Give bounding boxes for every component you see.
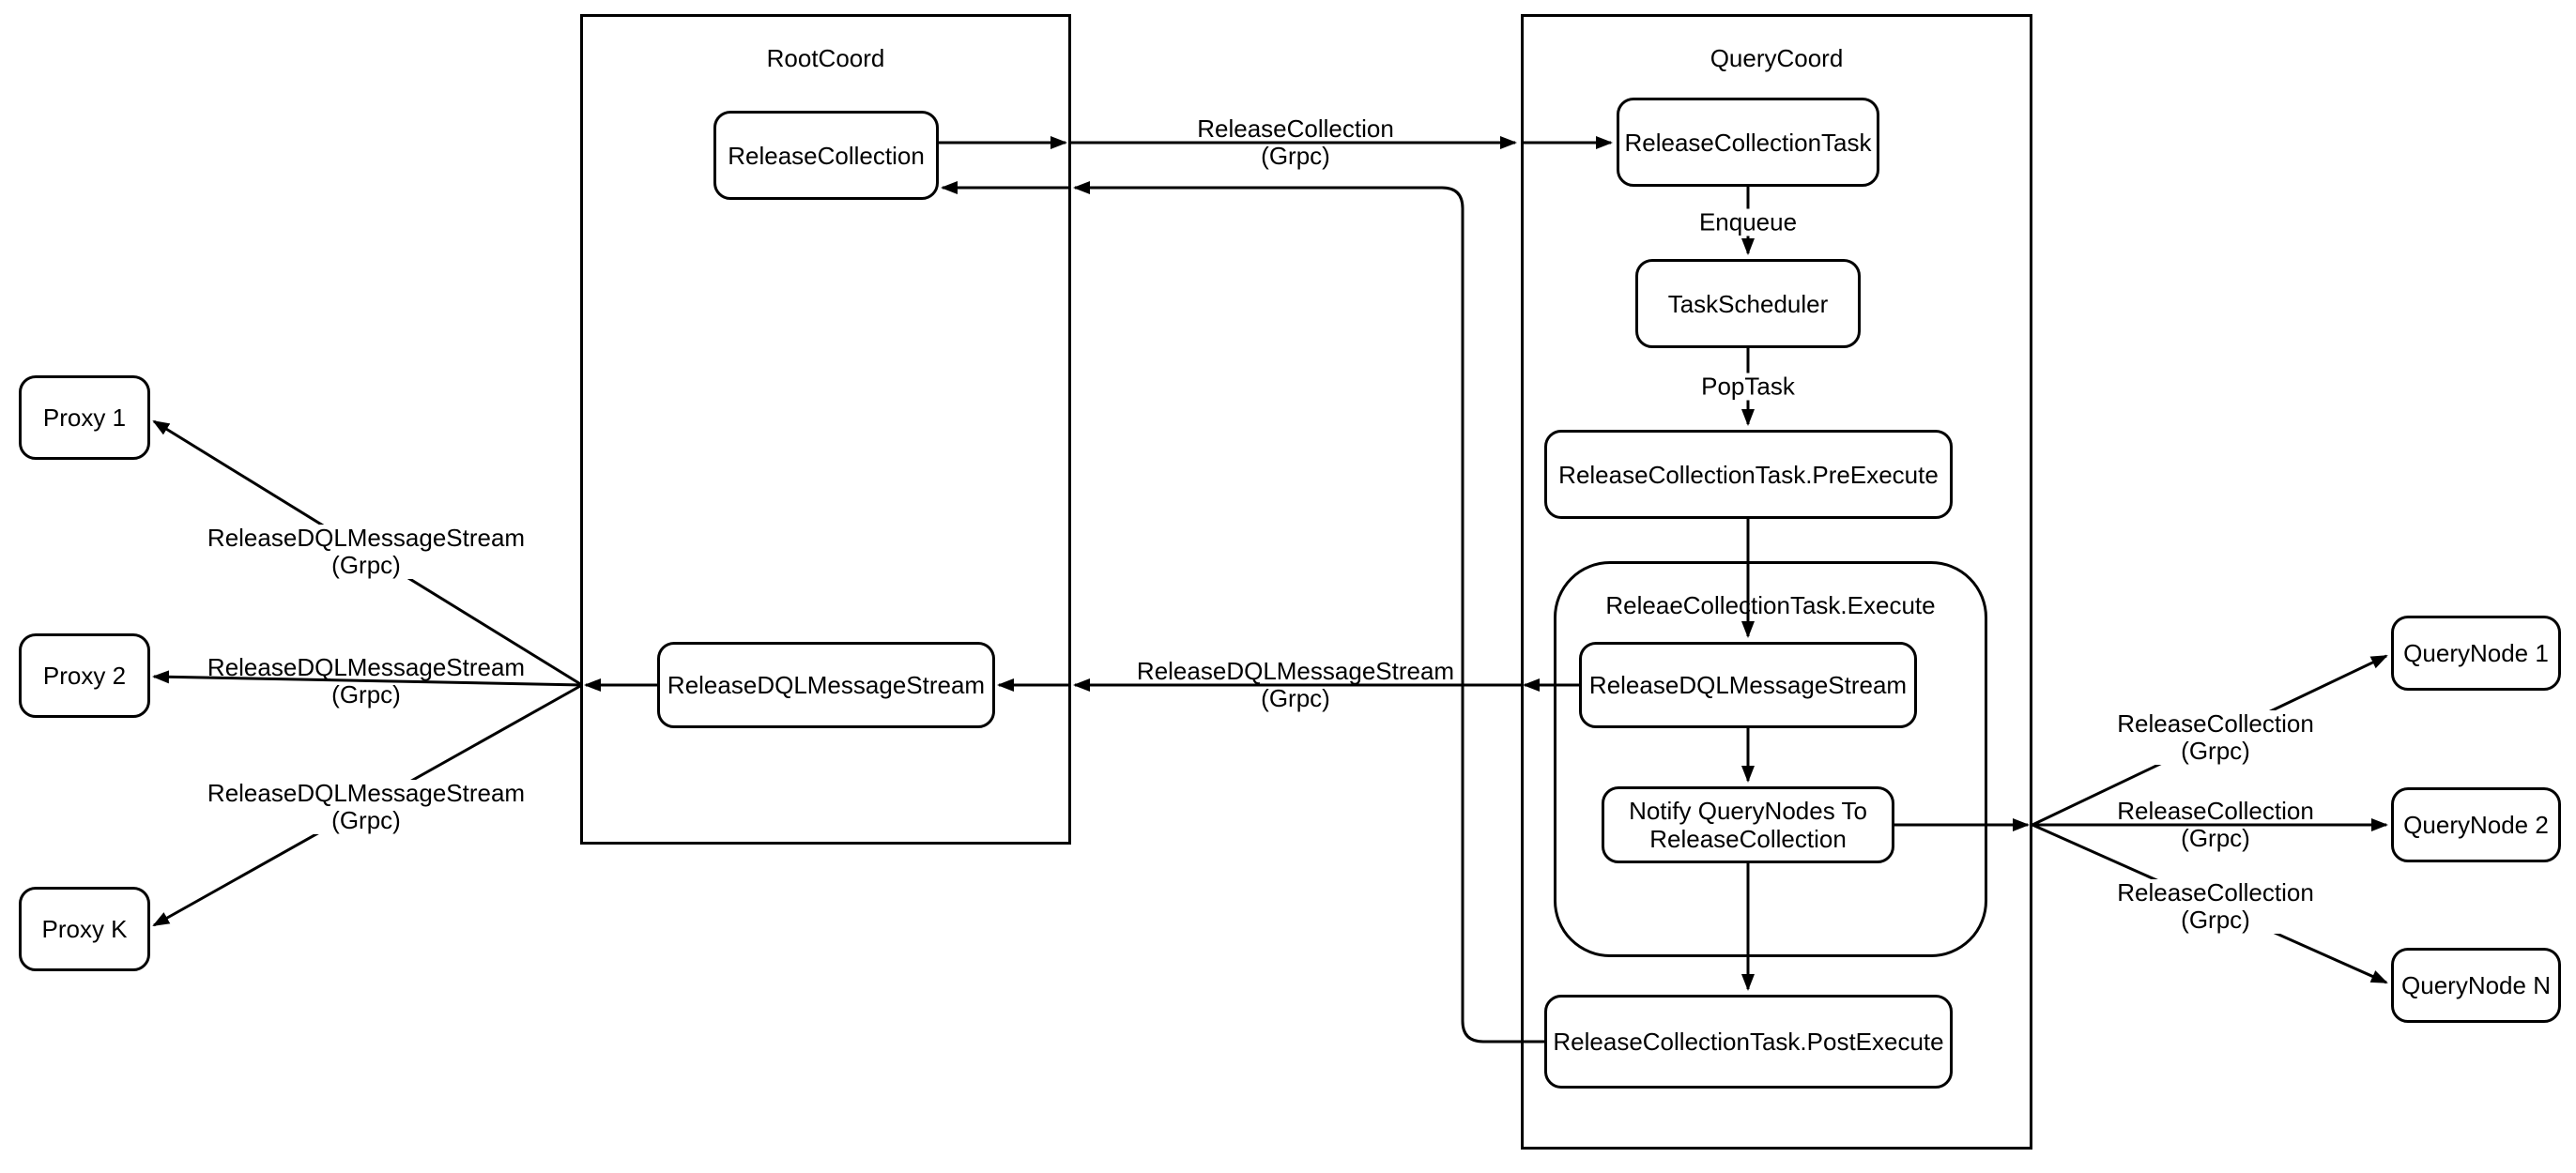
edge-label-rc-to-querynode1: ReleaseCollection (Grpc) bbox=[2112, 710, 2319, 765]
edge-label-enqueue: Enqueue bbox=[1694, 208, 1802, 236]
node-post-execute-label: ReleaseCollectionTask.PostExecute bbox=[1553, 1028, 1944, 1056]
node-proxy2-label: Proxy 2 bbox=[42, 662, 127, 690]
node-notify-querynodes-label: Notify QueryNodes To ReleaseCollection bbox=[1629, 797, 1867, 853]
node-release-collection-task: ReleaseCollectionTask bbox=[1617, 98, 1879, 187]
node-querynoden: QueryNode N bbox=[2391, 948, 2561, 1023]
node-rc-release-dql-stream-label: ReleaseDQLMessageStream bbox=[667, 671, 986, 699]
node-rc-release-dql-stream: ReleaseDQLMessageStream bbox=[657, 642, 995, 728]
querycoord-title: QueryCoord bbox=[1710, 44, 1844, 72]
node-qc-release-dql-stream: ReleaseDQLMessageStream bbox=[1579, 642, 1917, 728]
edge-fan-proxy2 bbox=[152, 670, 583, 687]
edge-label-rc-to-querynode2: ReleaseCollection (Grpc) bbox=[2117, 797, 2314, 852]
node-querynode2: QueryNode 2 bbox=[2391, 787, 2561, 862]
node-qc-release-dql-stream-label: ReleaseDQLMessageStream bbox=[1588, 671, 1908, 699]
node-notify-querynodes: Notify QueryNodes To ReleaseCollection bbox=[1602, 786, 1894, 863]
edge-label-dql-to-proxy1: ReleaseDQLMessageStream (Grpc) bbox=[202, 525, 530, 579]
node-release-collection-task-label: ReleaseCollectionTask bbox=[1624, 128, 1872, 157]
node-proxy1-label: Proxy 1 bbox=[42, 404, 127, 432]
node-pre-execute: ReleaseCollectionTask.PreExecute bbox=[1544, 430, 1953, 519]
edge-label-rc-to-querynoden: ReleaseCollection (Grpc) bbox=[2112, 879, 2319, 934]
edge-postexecute-return bbox=[1073, 181, 1551, 1044]
node-proxyk: Proxy K bbox=[19, 887, 150, 971]
node-release-collection: ReleaseCollection bbox=[713, 111, 939, 200]
node-querynode1: QueryNode 1 bbox=[2391, 616, 2561, 691]
edge-label-dql-to-proxy2: ReleaseDQLMessageStream (Grpc) bbox=[207, 653, 526, 708]
edge-label-dql-to-proxyk: ReleaseDQLMessageStream (Grpc) bbox=[202, 780, 530, 834]
node-querynoden-label: QueryNode N bbox=[2401, 971, 2551, 999]
node-pre-execute-label: ReleaseCollectionTask.PreExecute bbox=[1558, 460, 1939, 489]
execute-group-container: ReleaeCollectionTask.Execute bbox=[1554, 561, 1987, 957]
node-querynode1-label: QueryNode 1 bbox=[2403, 639, 2549, 667]
node-proxy1: Proxy 1 bbox=[19, 375, 150, 460]
node-release-collection-label: ReleaseCollection bbox=[728, 141, 925, 170]
edge-label-poptask: PopTask bbox=[1696, 373, 1800, 401]
edge-label-releasecollection-grpc: ReleaseCollection (Grpc) bbox=[1197, 114, 1394, 170]
node-post-execute: ReleaseCollectionTask.PostExecute bbox=[1544, 995, 1953, 1089]
node-proxy2: Proxy 2 bbox=[19, 633, 150, 718]
rootcoord-title: RootCoord bbox=[766, 44, 885, 72]
execute-group-title: ReleaeCollectionTask.Execute bbox=[1605, 591, 1936, 619]
node-task-scheduler: TaskScheduler bbox=[1635, 259, 1861, 348]
node-proxyk-label: Proxy K bbox=[41, 915, 128, 943]
node-task-scheduler-label: TaskScheduler bbox=[1667, 289, 1829, 318]
edge-label-dql-qc-to-rc: ReleaseDQLMessageStream (Grpc) bbox=[1136, 657, 1455, 712]
node-querynode2-label: QueryNode 2 bbox=[2403, 811, 2549, 839]
